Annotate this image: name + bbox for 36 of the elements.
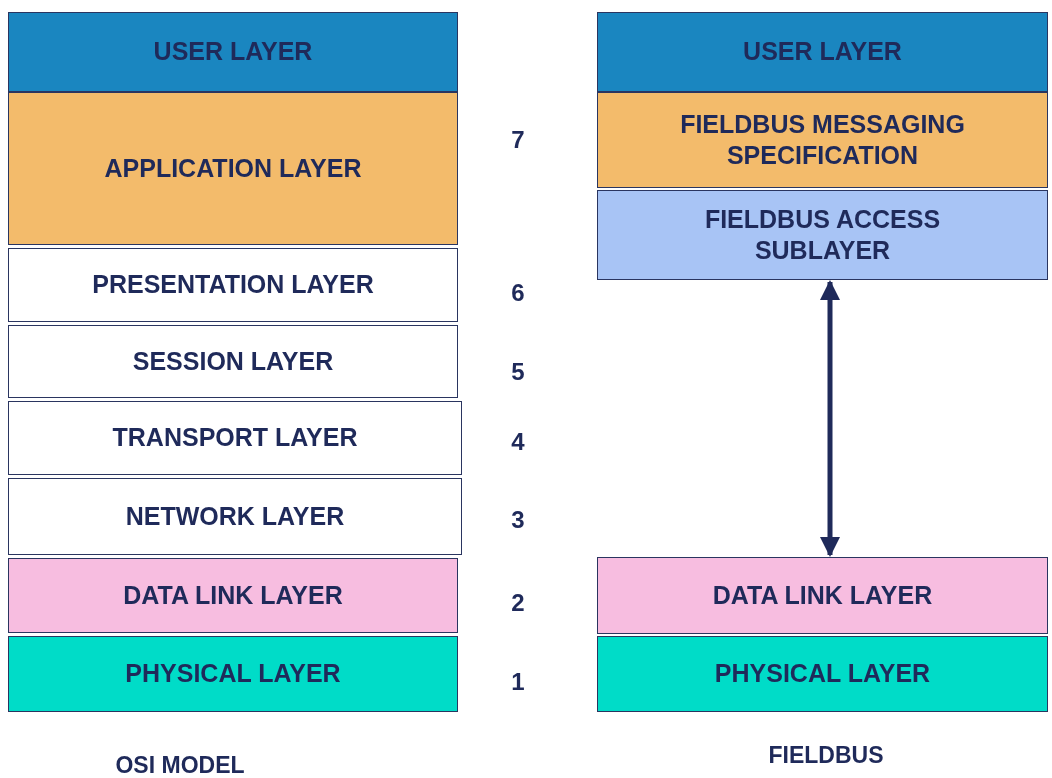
layer-box <box>8 401 462 475</box>
layer-box <box>597 636 1048 712</box>
layer-number: 5 <box>511 358 525 386</box>
layer-name: FIELDBUS ACCESS SUBLAYER <box>703 203 942 266</box>
layer-box <box>597 190 1048 280</box>
model-caption: FIELDBUS <box>768 741 884 769</box>
layer-box <box>8 478 462 555</box>
layer-box <box>8 92 458 245</box>
layer-number: 4 <box>511 428 525 456</box>
layer-box <box>8 558 458 633</box>
layer-name: APPLICATION LAYER <box>104 152 362 184</box>
layer-number: 1 <box>511 668 525 696</box>
layer-number: 6 <box>511 279 525 307</box>
layer-number: 7 <box>511 126 525 154</box>
layer-box <box>597 12 1048 92</box>
layer-name: PHYSICAL LAYER <box>125 658 341 690</box>
layer-box <box>597 557 1048 634</box>
layer-name: PHYSICAL LAYER <box>714 658 931 690</box>
layer-name: USER LAYER <box>743 36 902 68</box>
layer-name: DATA LINK LAYER <box>712 579 933 611</box>
layer-name: USER LAYER <box>153 36 313 68</box>
layer-box <box>8 325 458 398</box>
layer-name: DATA LINK LAYER <box>123 579 343 611</box>
layer-name: SESSION LAYER <box>132 345 334 377</box>
layer-name: NETWORK LAYER <box>125 500 345 532</box>
model-caption: OSI MODEL <box>115 751 245 778</box>
layer-name: PRESENTATION LAYER <box>92 269 374 301</box>
layer-number: 3 <box>511 506 525 534</box>
layer-box <box>8 248 458 322</box>
layer-name: TRANSPORT LAYER <box>112 422 358 454</box>
layer-box <box>597 92 1048 188</box>
double-arrow <box>820 280 840 557</box>
layer-box <box>8 636 458 712</box>
layer-name: FIELDBUS MESSAGING SPECIFICATION <box>679 108 966 171</box>
layer-box <box>8 12 458 92</box>
layer-number: 2 <box>511 589 525 617</box>
